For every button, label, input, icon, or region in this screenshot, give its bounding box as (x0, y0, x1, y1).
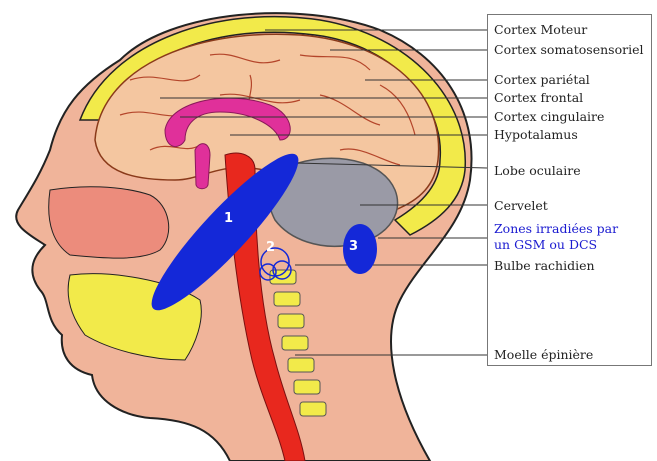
label-cortex-cingulaire: Cortex cingulaire (494, 109, 604, 124)
label-panel (487, 14, 652, 366)
label-zones-line1: Zones irradiées par (494, 221, 618, 236)
label-cortex-somatosensoriel: Cortex somatosensoriel (494, 42, 643, 57)
label-zones-line2: un GSM ou DCS (494, 237, 597, 252)
brainstem (195, 144, 210, 189)
label-hypotalamus: Hypotalamus (494, 127, 578, 142)
label-bulbe-rachidien: Bulbe rachidien (494, 258, 595, 273)
zone-2-marker: 2 (266, 240, 275, 255)
label-cervelet: Cervelet (494, 198, 548, 213)
face-tissue (49, 187, 169, 258)
label-lobe-oculaire: Lobe oculaire (494, 163, 581, 178)
label-moelle-epiniere: Moelle épinière (494, 347, 593, 362)
label-cortex-parietal: Cortex pariétal (494, 72, 590, 87)
label-cortex-frontal: Cortex frontal (494, 90, 583, 105)
zone-3-marker: 3 (349, 239, 358, 254)
label-cortex-moteur: Cortex Moteur (494, 22, 587, 37)
zone-1-marker: 1 (224, 211, 233, 226)
